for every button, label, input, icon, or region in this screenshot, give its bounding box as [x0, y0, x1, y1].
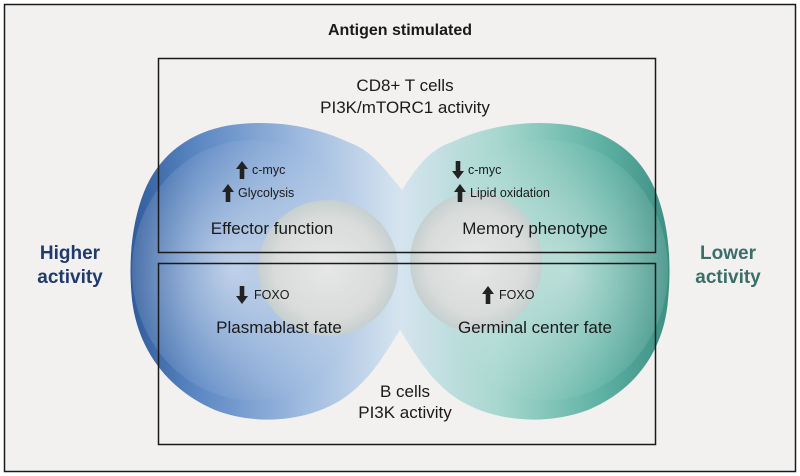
- lower-activity-line2: activity: [695, 267, 761, 288]
- lower-activity-line1: Lower: [700, 243, 756, 264]
- higher-activity-line2: activity: [37, 267, 103, 288]
- right-foxo-arrow: [482, 286, 494, 304]
- right-marker-arrow-1: [452, 161, 464, 179]
- b-cell-box: [157, 262, 657, 446]
- left-foxo-label: FOXO: [254, 288, 290, 302]
- lower-activity-label: Lower activity: [695, 242, 760, 290]
- right-marker-label-1: c-myc: [468, 163, 502, 177]
- memory-phenotype-label: Memory phenotype: [462, 219, 608, 238]
- t-cell-box: [157, 57, 657, 254]
- left-marker-arrow-2: [222, 184, 234, 202]
- t-cell-subtitle: PI3K/mTORC1 activity: [320, 98, 490, 117]
- header-title: Antigen stimulated: [327, 22, 473, 39]
- higher-activity-line1: Higher: [39, 243, 101, 264]
- higher-activity-label: Higher activity: [37, 242, 102, 290]
- plasmablast-fate-label: Plasmablast fate: [216, 318, 342, 337]
- right-marker-arrow-2: [454, 184, 466, 202]
- t-cell-title: CD8+ T cells: [356, 76, 454, 95]
- right-foxo-label: FOXO: [499, 288, 535, 302]
- left-marker-label-1: c-myc: [252, 163, 286, 177]
- b-cell-title: B cells: [379, 382, 431, 401]
- left-marker-label-2: Glycolysis: [238, 186, 295, 200]
- right-marker-label-2: Lipid oxidation: [470, 186, 550, 200]
- right-nucleus: [410, 192, 542, 332]
- left-marker-arrow-1: [236, 161, 248, 179]
- effector-function-label: Effector function: [210, 219, 334, 238]
- germinal-center-fate-label: Germinal center fate: [457, 318, 613, 337]
- b-cell-subtitle: PI3K activity: [358, 403, 452, 422]
- left-foxo-arrow: [236, 286, 248, 304]
- left-nucleus: [258, 200, 398, 336]
